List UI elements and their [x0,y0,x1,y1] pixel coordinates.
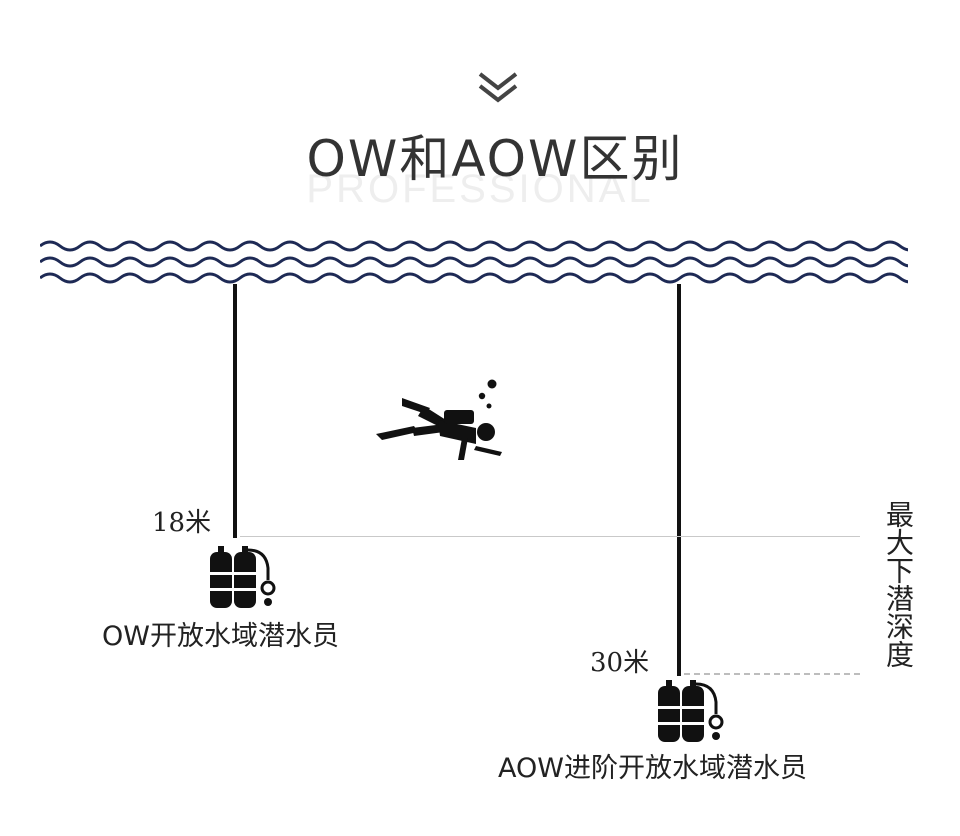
depth-18-guide [240,536,860,537]
tank-part [242,546,248,554]
ow-depth-line [233,284,237,538]
wave-row [40,272,908,284]
scuba-diver-icon [376,379,502,460]
scuba-tank-icon [658,680,724,742]
tank-part [210,572,256,575]
tank-part [210,588,256,591]
double-chevron-down-icon [478,72,518,103]
tank-part [690,680,696,688]
max-depth-side-label: 最大下潜深度 [882,500,915,668]
aow-cert-label: AOW进阶开放水域潜水员 [498,753,807,784]
tank-part [247,548,270,580]
tank-part [234,552,256,608]
scuba-tank-icon [210,546,276,608]
tank-part [264,598,272,606]
aow-depth-line [677,284,681,676]
tank-part [260,580,276,596]
tank-part [658,686,680,742]
wave-row [40,256,908,268]
tank-part [210,552,232,608]
wave-row [40,240,908,252]
tank-part [218,546,224,554]
tank-part [666,680,672,688]
tank-part [708,714,724,730]
water-surface-waves [40,240,908,284]
depth-30-guide [684,673,860,675]
page-title: OW和AOW区别 [306,130,684,188]
tank-part [658,706,704,709]
tank-part [658,722,704,725]
depth-18-label: 18米 [152,508,212,538]
depth-30-label: 30米 [590,648,650,678]
tank-part [695,682,718,714]
tank-part [712,732,720,740]
tank-part [682,686,704,742]
ow-cert-label: OW开放水域潜水员 [102,621,339,652]
watermark-text: PROFESSIONAL [306,167,654,211]
